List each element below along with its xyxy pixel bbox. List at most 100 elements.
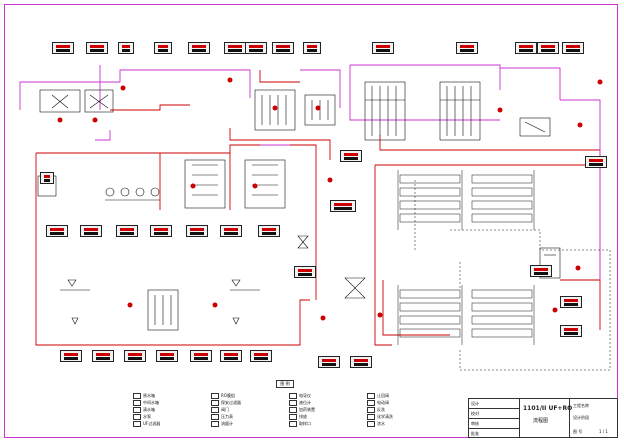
tag-box — [318, 356, 340, 368]
pipe-top-mid — [259, 70, 300, 83]
tag-box — [150, 225, 172, 237]
tag-box — [330, 200, 356, 212]
legend-symbol-icon — [211, 421, 219, 427]
pipe-right-down — [560, 99, 601, 280]
ro-rack-1 — [364, 81, 406, 141]
legend-symbol-icon — [289, 407, 297, 413]
tag-box — [560, 296, 582, 308]
legend-label: UF过滤器 — [143, 421, 161, 426]
legend-item: 阀门 — [211, 407, 229, 413]
legend-label: 原水箱 — [143, 393, 155, 398]
legend-symbol-icon — [367, 407, 375, 413]
legend-item: 电动阀 — [367, 400, 389, 406]
drawing-title: 1101/II UF+RO — [523, 405, 573, 412]
ro-array-lower — [397, 285, 535, 345]
tag-box — [350, 356, 372, 368]
tag-box — [154, 42, 172, 54]
main-pipelines — [35, 70, 601, 346]
legend-item: 清水箱 — [133, 407, 155, 413]
tag-box — [186, 225, 208, 237]
legend-item: 流量计 — [211, 421, 233, 427]
legend-item: 原水箱 — [133, 393, 155, 399]
legend-symbol-icon — [289, 400, 297, 406]
legend-label: 浓水 — [377, 421, 385, 426]
title-row: 校对 — [471, 411, 479, 416]
right-dosing-tank — [539, 247, 561, 279]
legend-item: 电导仪 — [289, 393, 311, 399]
legend-item: 水泵 — [133, 414, 151, 420]
legend-item: 液位计 — [289, 400, 311, 406]
legend-label: 阀门 — [221, 407, 229, 412]
tag-box — [585, 156, 607, 168]
legend-symbol-icon — [367, 400, 375, 406]
product-tank — [519, 117, 551, 137]
pipe-ro-feed — [349, 65, 500, 121]
tag-box — [52, 42, 74, 54]
tag-box — [258, 225, 280, 237]
legend-symbol-icon — [133, 407, 141, 413]
legend-symbol-icon — [367, 421, 375, 427]
legend-item: 加药装置 — [289, 407, 315, 413]
legend-item: RO膜组 — [211, 393, 235, 399]
pipe-ro-right — [500, 67, 561, 100]
title-right-row: 图 号 — [573, 429, 583, 434]
tag-box — [220, 225, 242, 237]
legend-label: 液位计 — [299, 400, 311, 405]
tag-box — [60, 350, 82, 362]
pipe-upper-branch — [300, 69, 341, 108]
title-row: 批准 — [471, 431, 479, 436]
legend-symbol-icon — [133, 414, 141, 420]
tag-box — [190, 350, 212, 362]
tag-box — [80, 225, 102, 237]
tag-box — [40, 172, 54, 184]
title-block: 设计 校对 审核 批准 1101/II UF+RO 流程图 工程名称 设计阶段 … — [468, 398, 618, 438]
legend-item: 保安过滤器 — [211, 400, 241, 406]
signal-lines — [414, 180, 611, 371]
tag-box — [537, 42, 559, 54]
legend-item: 止回阀 — [367, 393, 389, 399]
legend-item: 取样口 — [289, 421, 311, 427]
tag-box — [272, 42, 294, 54]
legend-item: 反洗 — [367, 407, 385, 413]
pump-markers — [57, 77, 603, 321]
uf-module-1 — [254, 89, 296, 131]
legend-symbol-icon — [367, 414, 375, 420]
legend-label: 清水箱 — [143, 407, 155, 412]
tag-box — [294, 266, 316, 278]
tag-box — [562, 42, 584, 54]
tag-box — [515, 42, 537, 54]
legend-label: 排放 — [299, 414, 307, 419]
pump-skid-left — [37, 175, 160, 201]
legend-item: 压力表 — [211, 414, 233, 420]
legend-label: 取样口 — [299, 421, 311, 426]
tag-box — [220, 350, 242, 362]
pipe-upper-return — [379, 135, 601, 165]
title-right-row: 设计阶段 — [573, 415, 589, 420]
legend-symbol-icon — [289, 414, 297, 420]
pipe-left-loop — [35, 153, 310, 346]
legend-label: 止回阀 — [377, 393, 389, 398]
tag-box — [372, 42, 394, 54]
tag-box — [118, 42, 134, 54]
pipe-top-left-mid — [36, 144, 317, 185]
drawing-subtitle: 流程图 — [533, 418, 549, 424]
sheet-number: 1 / 1 — [599, 429, 608, 434]
bottom-pumps — [67, 279, 241, 325]
tag-box — [245, 42, 267, 54]
ro-array-upper — [397, 170, 535, 230]
tag-box — [456, 42, 478, 54]
tag-box — [92, 350, 114, 362]
legend-symbol-icon — [133, 393, 141, 399]
pipe-uf-feed — [110, 104, 190, 111]
legend-label: 水泵 — [143, 414, 151, 419]
pipe-ro-top — [350, 64, 501, 90]
legend-item: 排放 — [289, 414, 307, 420]
dashed-signal-bottom — [459, 350, 611, 371]
tag-box — [250, 350, 272, 362]
legend-symbol-icon — [211, 414, 219, 420]
title-right-row: 工程名称 — [573, 403, 589, 408]
pipe-uf-out — [229, 128, 331, 160]
legend-label: 加药装置 — [299, 407, 315, 412]
